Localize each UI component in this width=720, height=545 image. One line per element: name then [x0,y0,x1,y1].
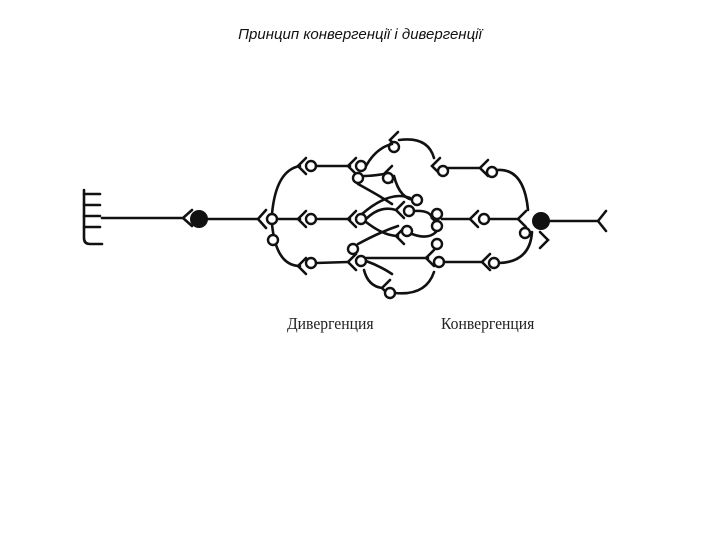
divergence-branches [256,156,368,276]
divergence-label: Дивергенция [287,314,374,333]
output-synapse-bracket [538,230,550,250]
middle-interneurons [356,182,438,246]
convergence-branches [430,156,534,272]
output-terminal [596,209,608,233]
output-neuron-soma [532,212,550,230]
slide-title: Принцип конвергенції і дивергенції [238,26,482,43]
lower-interneurons [362,237,446,300]
upper-interneurons [362,130,436,202]
synapse-bracket [181,208,194,228]
input-neuron-soma [190,210,208,228]
convergence-label: Конвергенция [441,314,535,333]
receptor-comb [82,188,104,246]
